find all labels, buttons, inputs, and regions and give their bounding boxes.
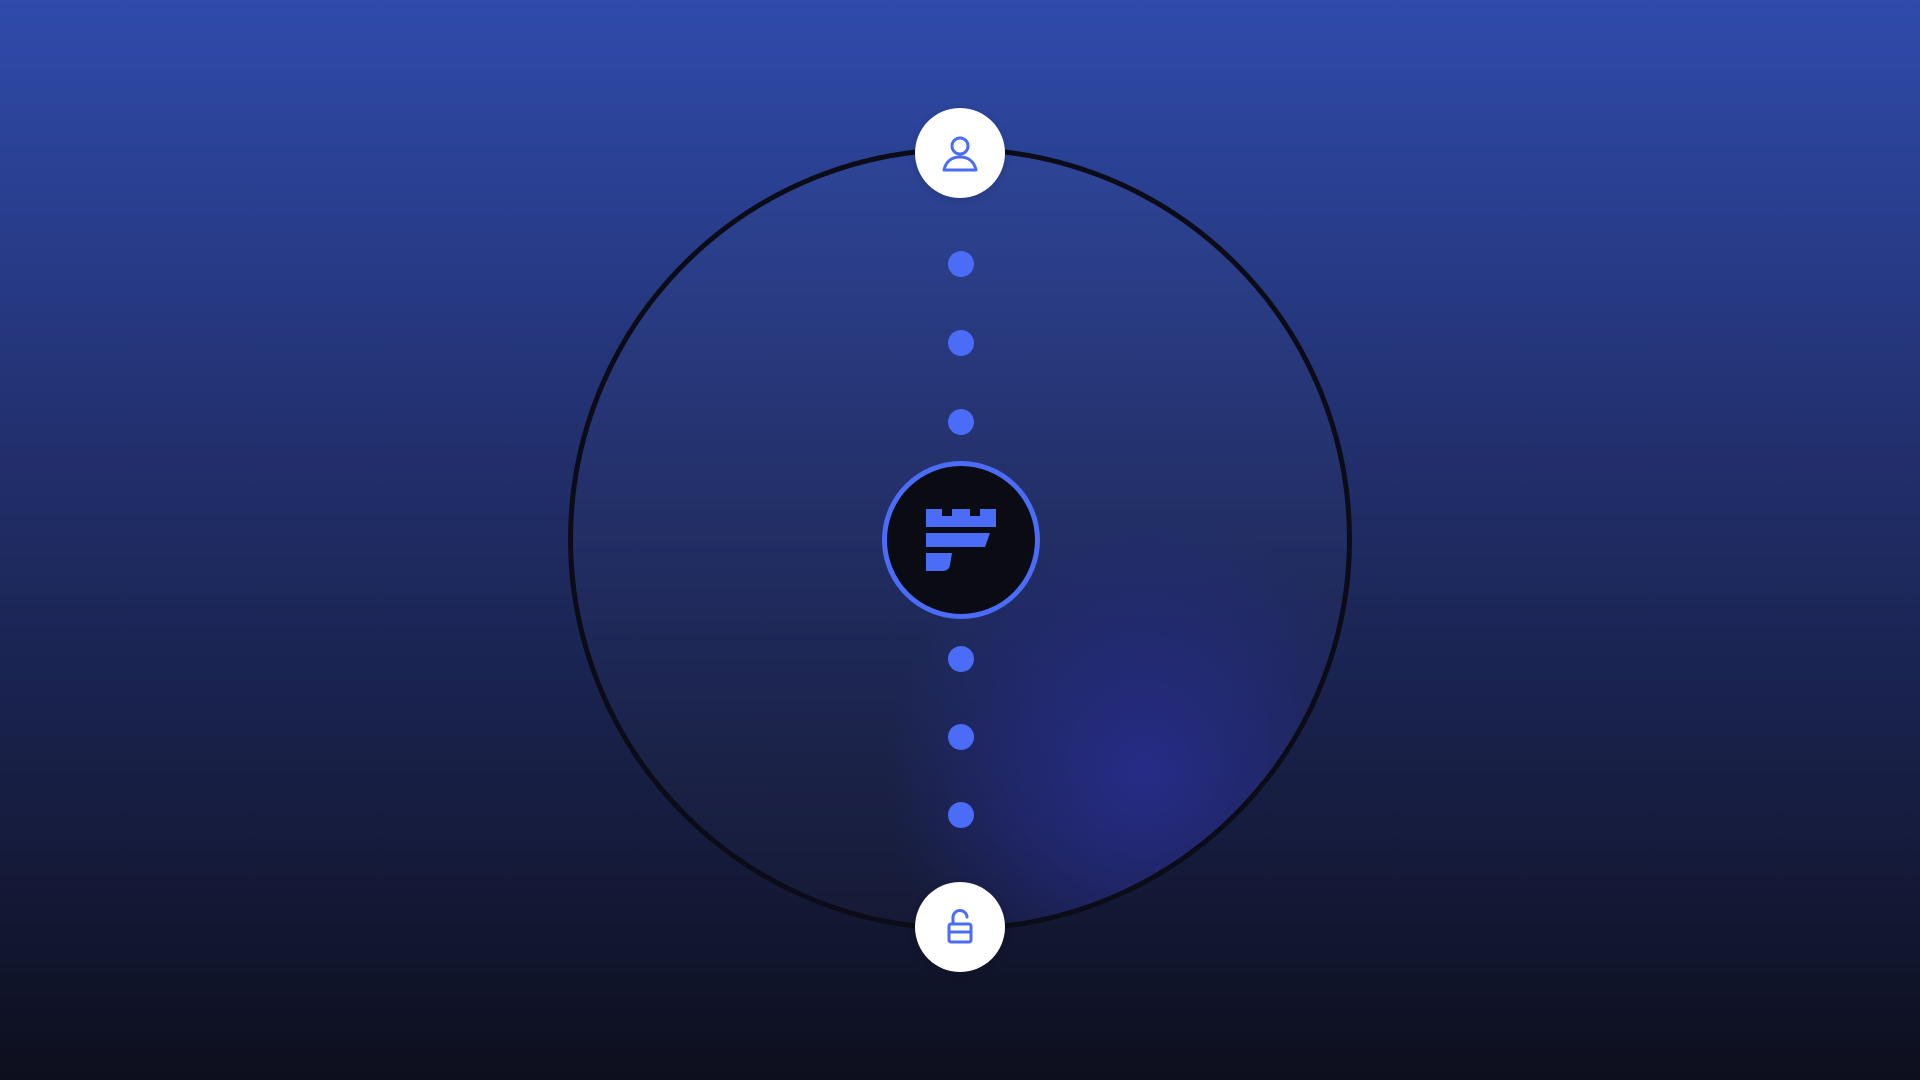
connector-dot xyxy=(948,724,974,750)
user-icon xyxy=(937,130,983,176)
connector-dot xyxy=(948,802,974,828)
unlock-node xyxy=(915,882,1005,972)
castle-tower-logo-icon xyxy=(924,507,998,573)
central-hub xyxy=(882,461,1040,619)
connector-dot xyxy=(948,251,974,277)
connector-dot xyxy=(948,646,974,672)
connector-dot xyxy=(948,330,974,356)
user-node xyxy=(915,108,1005,198)
connector-dot xyxy=(948,409,974,435)
unlocked-padlock-icon xyxy=(937,904,983,950)
